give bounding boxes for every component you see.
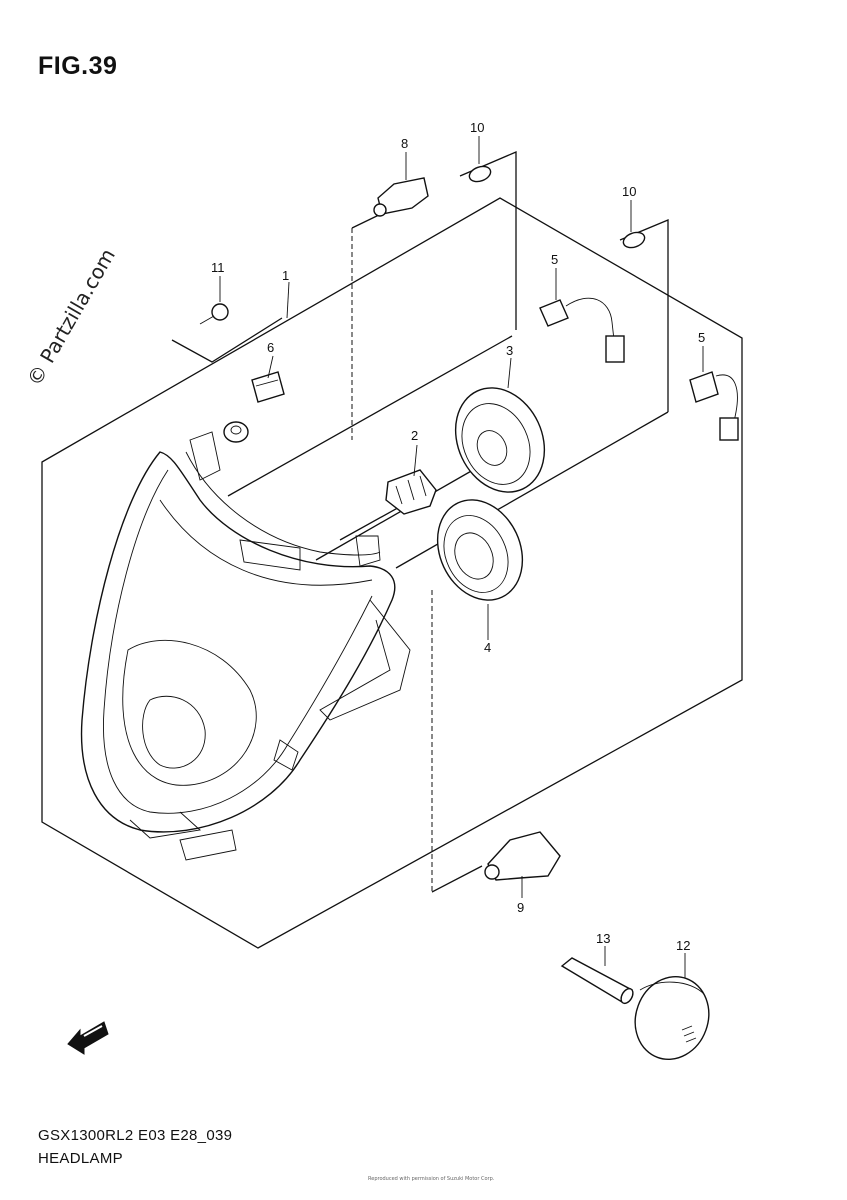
callout-1: 1 bbox=[282, 268, 289, 283]
bulb-part-9 bbox=[484, 831, 561, 881]
bulb-part-10-upper bbox=[468, 165, 492, 183]
socket-wire-part-5-upper bbox=[539, 297, 625, 363]
cap-part-4 bbox=[436, 499, 524, 601]
section-name: HEADLAMP bbox=[38, 1150, 123, 1167]
cushion-part-12 bbox=[634, 975, 710, 1061]
cap-part-3 bbox=[454, 387, 546, 493]
callout-5-right: 5 bbox=[698, 330, 705, 345]
callout-8: 8 bbox=[401, 136, 408, 151]
socket-wire-part-5-right bbox=[689, 371, 739, 441]
rod-part-13 bbox=[560, 957, 634, 1005]
grommet bbox=[223, 421, 249, 443]
callout-4: 4 bbox=[484, 640, 491, 655]
callout-labels: 1 2 3 4 5 5 6 8 9 10 10 11 12 13 bbox=[211, 120, 705, 953]
callout-6: 6 bbox=[267, 340, 274, 355]
model-code: GSX1300RL2 E03 E28_039 bbox=[38, 1127, 233, 1144]
callout-13: 13 bbox=[596, 931, 610, 946]
bulb-part-10-right bbox=[622, 231, 646, 249]
forward-arrow-icon bbox=[67, 1021, 109, 1055]
callout-10-upper: 10 bbox=[470, 120, 484, 135]
figure-title: FIG.39 bbox=[38, 52, 118, 80]
fine-print: Reproduced with permission of Suzuki Mot… bbox=[368, 1176, 495, 1182]
callout-5-upper: 5 bbox=[551, 252, 558, 267]
bulb-part-8 bbox=[373, 177, 429, 217]
callout-12: 12 bbox=[676, 938, 690, 953]
callout-9: 9 bbox=[517, 900, 524, 915]
callout-10-right: 10 bbox=[622, 184, 636, 199]
leader-lines bbox=[219, 136, 704, 978]
headlamp-housing bbox=[80, 431, 411, 861]
screw-part-11 bbox=[199, 303, 229, 325]
socket-part-2 bbox=[385, 469, 437, 515]
callout-2: 2 bbox=[411, 428, 418, 443]
label-part-6 bbox=[251, 371, 285, 403]
callout-11: 11 bbox=[211, 260, 225, 275]
callout-3: 3 bbox=[506, 343, 513, 358]
